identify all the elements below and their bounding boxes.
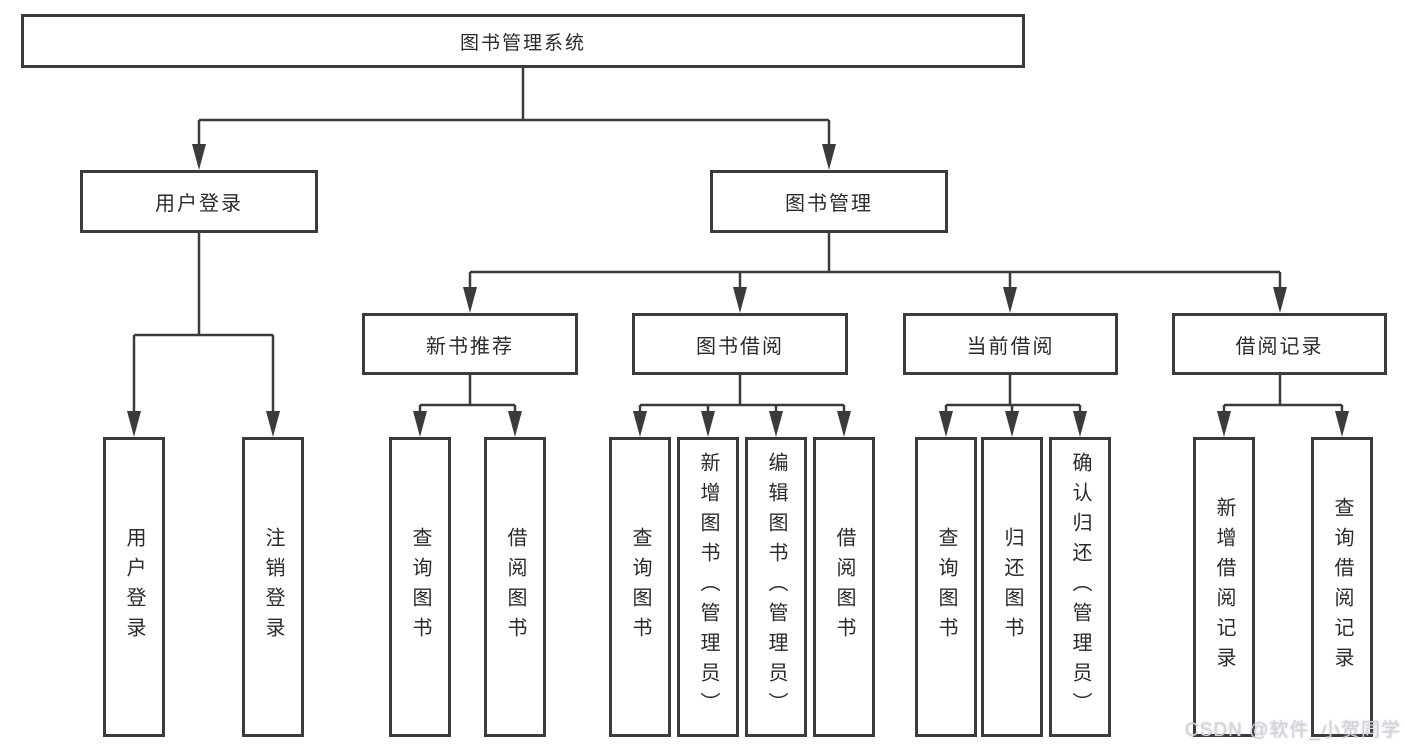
node-label: 图书管理 [785,193,873,215]
node-label: 新书推荐 [426,335,514,358]
node-label: 查询借阅记录 [1331,497,1353,677]
csdn-watermark: CSDN @软件_小贺同学 [1185,720,1401,741]
node-label: 归还图书 [1001,527,1023,647]
node-label: 新增图书（管理员） [697,452,719,722]
leaf-rec-borrow-books: 借阅图书 [484,437,546,737]
leaf-bb-add-books-admin: 新增图书（管理员） [677,437,739,737]
node-current-borrowing: 当前借阅 [903,313,1118,375]
node-label: 图书借阅 [696,335,784,358]
node-book-borrowing: 图书借阅 [632,313,848,375]
node-user-login: 用户登录 [80,170,318,233]
leaf-bb-borrow-books: 借阅图书 [813,437,875,737]
node-label: 图书管理系统 [459,32,586,54]
node-label: 用户登录 [155,193,243,215]
node-label: 借阅图书 [504,527,526,647]
node-label: 编辑图书（管理员） [765,452,787,722]
leaf-cb-query-books: 查询图书 [915,437,977,737]
leaf-br-add-record: 新增借阅记录 [1193,437,1255,737]
leaf-bb-query-books: 查询图书 [609,437,671,737]
leaf-logout: 注销登录 [242,437,304,737]
leaf-rec-query-books: 查询图书 [389,437,451,737]
node-label: 借阅记录 [1235,335,1324,358]
leaf-cb-confirm-return-admin: 确认归还（管理员） [1049,437,1111,737]
node-book-management-system: 图书管理系统 [21,14,1025,68]
leaf-cb-return-books: 归还图书 [981,437,1043,737]
node-label: 用户登录 [123,527,145,647]
node-label: 查询图书 [409,527,431,647]
node-borrowing-records: 借阅记录 [1172,313,1387,375]
node-label: 新增借阅记录 [1213,497,1235,677]
node-label: 当前借阅 [966,335,1055,358]
node-label: 注销登录 [262,527,284,647]
leaf-br-query-record: 查询借阅记录 [1311,437,1373,737]
node-label: 确认归还（管理员） [1069,452,1091,722]
node-new-book-recommend: 新书推荐 [362,313,578,375]
leaf-user-login: 用户登录 [103,437,165,737]
leaf-bb-edit-books-admin: 编辑图书（管理员） [745,437,807,737]
node-book-management: 图书管理 [710,170,948,233]
node-label: 借阅图书 [833,527,855,647]
node-label: 查询图书 [629,527,651,647]
node-label: 查询图书 [935,527,957,647]
